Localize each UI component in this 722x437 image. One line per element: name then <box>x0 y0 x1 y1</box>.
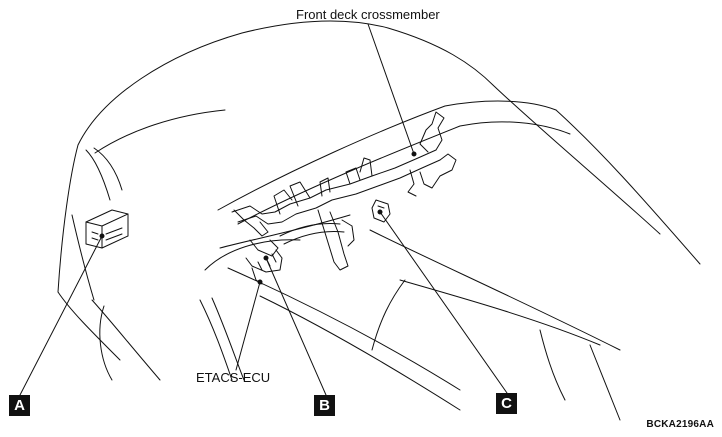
drawing-code-label: BCKA2196AA <box>646 419 714 430</box>
module-a-drawing <box>85 209 129 249</box>
dashboard-outline <box>199 100 701 421</box>
callout-b-badge: B <box>314 395 335 416</box>
leader-lines <box>19 23 508 396</box>
callout-a-badge: A <box>9 395 30 416</box>
front-deck-crossmember-label: Front deck crossmember <box>296 7 440 22</box>
callout-c-badge: C <box>496 393 517 414</box>
etacs-ecu-label: ETACS-ECU <box>196 370 271 385</box>
vehicle-body-outline <box>57 20 661 381</box>
front-deck-crossmember-drawing <box>231 111 457 285</box>
